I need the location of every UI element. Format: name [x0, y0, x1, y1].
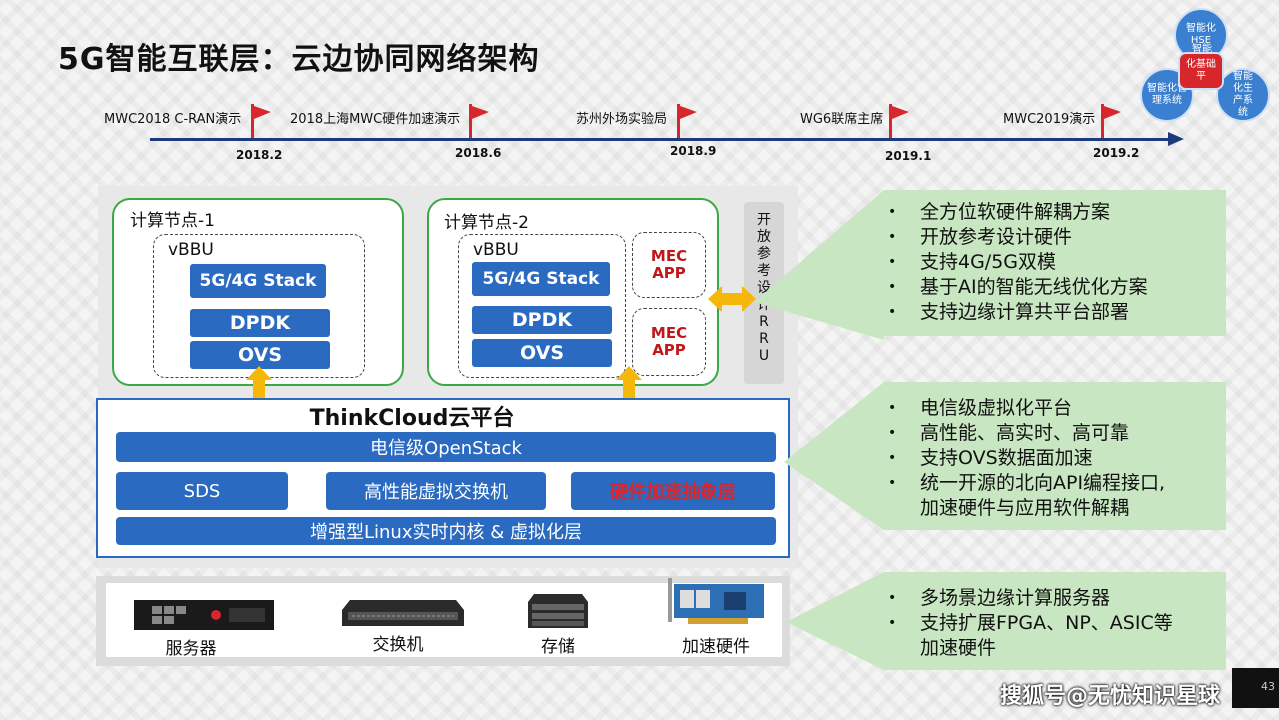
hardware-label: 交换机 [372, 635, 424, 655]
feature-item: 支持4G/5G双模 [888, 250, 1226, 275]
logo-center-label: 智能 [1192, 44, 1212, 55]
milestone-label: 2018上海MWC硬件加速演示 [290, 112, 461, 127]
hardware-label: 存储 [541, 637, 575, 657]
feature-item: 开放参考设计硬件 [888, 225, 1226, 250]
mec-app-2: MEC APP [632, 308, 706, 376]
feature-item: 多场景边缘计算服务器 [888, 586, 1226, 611]
open-rru-block: 开放参考设计RRU [744, 202, 784, 384]
red-flag-icon [469, 104, 489, 138]
milestone-date: 2019.1 [885, 149, 932, 163]
logo-circle-center: 化基础平 [1178, 52, 1224, 90]
logo-cluster: 智能化HSE 智能化管理系统 智能化生产系统 智能 化基础平 [1138, 6, 1278, 124]
callout-connector [754, 190, 884, 340]
ovs-block: OVS [190, 341, 330, 369]
server-icon [134, 600, 274, 630]
switch-icon [342, 600, 464, 626]
accelerator-card-icon [668, 578, 764, 624]
ovs-block: OVS [472, 339, 612, 367]
feature-item: 电信级虚拟化平台 [888, 396, 1226, 421]
hardware-label: 服务器 [165, 639, 217, 659]
milestone-date: 2018.6 [455, 146, 502, 160]
stack-block: 5G/4G Stack [190, 264, 326, 298]
watermark: 搜狐号@无忧知识星球 [1000, 684, 1221, 709]
feature-panel-3: 多场景边缘计算服务器 支持扩展FPGA、NP、ASIC等 加速硬件 [884, 572, 1226, 670]
milestone-label: WG6联席主席 [800, 112, 884, 127]
feature-item: 支持扩展FPGA、NP、ASIC等 [888, 611, 1226, 636]
feature-item: 全方位软硬件解耦方案 [888, 200, 1226, 225]
compute-node-title: 计算节点-1 [130, 211, 215, 231]
mec-app-1: MEC APP [632, 232, 706, 298]
red-flag-icon [677, 104, 697, 138]
sds-block: SDS [116, 472, 288, 510]
storage-icon [528, 594, 588, 628]
feature-item: 高性能、高实时、高可靠 [888, 421, 1226, 446]
vbbu-label: vBBU [473, 240, 519, 260]
compute-node-title: 计算节点-2 [444, 213, 529, 233]
feature-item-continued: 加速硬件与应用软件解耦 [920, 497, 1130, 519]
milestone-date: 2019.2 [1093, 146, 1140, 160]
double-arrow-icon [708, 286, 756, 312]
red-flag-icon [889, 104, 909, 138]
logo-circle-left: 智能化管理系统 [1140, 68, 1194, 122]
stack-block: 5G/4G Stack [472, 262, 610, 296]
vbbu-container [458, 234, 626, 378]
milestone-label: MWC2018 C-RAN演示 [104, 112, 242, 127]
milestone-label: MWC2019演示 [1003, 112, 1096, 127]
red-flag-icon [1101, 104, 1121, 138]
feature-item: 统一开源的北向API编程接口, [888, 471, 1226, 496]
feature-item: 基于AI的智能无线优化方案 [888, 275, 1226, 300]
milestone-date: 2018.9 [670, 144, 717, 158]
feature-item-continued: 加速硬件 [920, 637, 997, 659]
page-title: 5G智能互联层：云边协同网络架构 [58, 42, 540, 77]
callout-connector [786, 572, 884, 670]
timeline-axis [150, 138, 1172, 141]
cloud-platform-title: ThinkCloud云平台 [309, 406, 515, 431]
feature-item: 支持OVS数据面加速 [888, 446, 1226, 471]
milestone-date: 2018.2 [236, 148, 283, 162]
hardware-label: 加速硬件 [682, 637, 750, 657]
dpdk-block: DPDK [190, 309, 330, 337]
callout-connector [784, 382, 884, 530]
openstack-bar: 电信级OpenStack [116, 432, 776, 462]
feature-panel-2: 电信级虚拟化平台 高性能、高实时、高可靠 支持OVS数据面加速 统一开源的北向A… [884, 382, 1226, 530]
red-flag-icon [251, 104, 271, 138]
feature-item: 支持边缘计算共平台部署 [888, 300, 1226, 325]
feature-panel-1: 全方位软硬件解耦方案 开放参考设计硬件 支持4G/5G双模 基于AI的智能无线优… [884, 190, 1226, 336]
vbbu-label: vBBU [168, 240, 214, 260]
timeline-arrow [1168, 132, 1184, 146]
kernel-bar: 增强型Linux实时内核 & 虚拟化层 [116, 517, 776, 545]
dpdk-block: DPDK [472, 306, 612, 334]
hw-abstraction-block: 硬件加速抽象层 [571, 472, 775, 510]
vswitch-block: 高性能虚拟交换机 [326, 472, 546, 510]
milestone-label: 苏州外场实验局 [576, 112, 668, 127]
page-number: 43 [1232, 668, 1279, 708]
logo-circle-right: 智能化生产系统 [1216, 68, 1270, 122]
